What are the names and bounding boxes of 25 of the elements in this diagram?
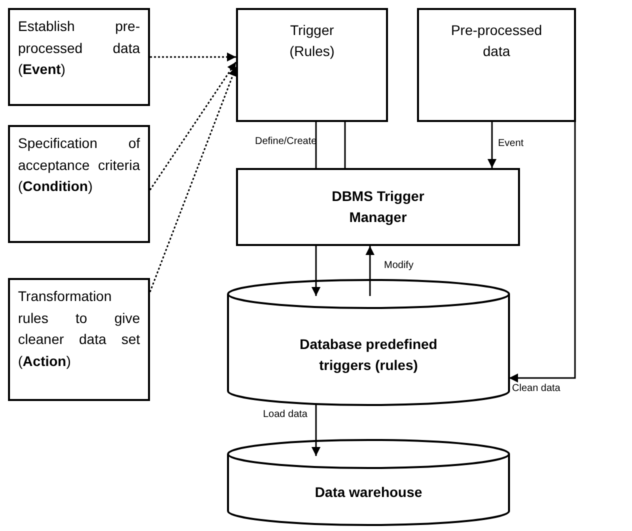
arrow <box>312 405 320 456</box>
process-box <box>8 278 150 401</box>
dotted-arrow <box>150 52 236 62</box>
database-cylinder <box>228 280 509 405</box>
process-box <box>8 8 150 106</box>
node-text: DBMS Trigger Manager <box>330 187 426 227</box>
node-text: Establish pre-processed data (Event) <box>18 17 140 80</box>
database-cylinder <box>228 440 509 525</box>
process-box <box>417 8 576 122</box>
node-text: Pre-processed data <box>450 21 544 61</box>
dotted-arrow <box>149 66 237 292</box>
process-box <box>8 125 150 243</box>
arrow <box>509 122 576 382</box>
node-text: Database predefined triggers (rules) <box>298 334 438 375</box>
arrow <box>312 246 320 296</box>
edge-label: Modify <box>383 260 414 272</box>
node-text: Trigger (Rules) <box>288 21 336 61</box>
node-text: Data warehouse <box>314 483 424 502</box>
node-text: Specification of acceptance criteria (Condition) <box>18 134 140 196</box>
arrow <box>488 122 496 168</box>
process-box <box>236 168 520 246</box>
arrow <box>366 246 374 296</box>
process-box <box>236 8 388 122</box>
node-text: Transformation rules to give cleaner data set (Action) <box>18 287 140 372</box>
dotted-arrow <box>149 62 237 190</box>
